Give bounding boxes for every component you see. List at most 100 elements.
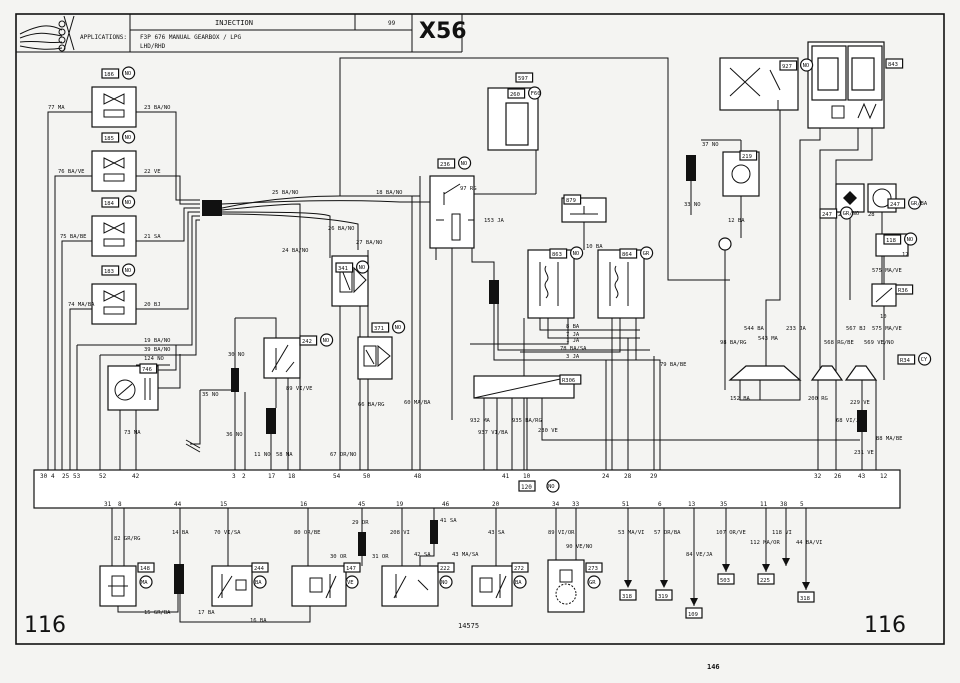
page-number: 146 bbox=[707, 663, 720, 671]
reference-box-label: 318 bbox=[800, 596, 810, 602]
wire-label: 1 JA bbox=[566, 338, 580, 344]
component-id-label: 843 bbox=[888, 62, 898, 68]
wire-label: 73 MA bbox=[124, 430, 141, 436]
ecu-pin-top: 52 bbox=[99, 473, 107, 480]
connector-h1 bbox=[358, 532, 366, 556]
component-tag: NO bbox=[125, 135, 132, 141]
sensor-244 bbox=[211, 565, 253, 607]
component-tag: NO bbox=[573, 251, 580, 257]
wire-label: 231 VE bbox=[854, 450, 874, 456]
wire-label: 21 SA bbox=[144, 234, 161, 240]
connector-be bbox=[844, 365, 878, 381]
wire-label: 229 VE bbox=[850, 400, 870, 406]
ecu-pin-bottom: 45 bbox=[358, 501, 366, 508]
ecu-pin-top: 12 bbox=[880, 473, 888, 480]
wire-label: 27 BA/NO bbox=[356, 240, 383, 246]
wire-label: 68 VI/JA bbox=[836, 418, 863, 424]
reference-box-label: 318 bbox=[622, 594, 632, 600]
connector-ip bbox=[266, 408, 276, 434]
component-tag: BA bbox=[255, 580, 262, 586]
component-id-label: 341 bbox=[338, 266, 348, 272]
component-id-label: 236 bbox=[440, 162, 450, 168]
component-id-label: 247 bbox=[890, 202, 900, 208]
wire-label: 37 NO bbox=[702, 142, 719, 148]
fuse-f60 bbox=[505, 102, 529, 146]
wire-label: 2 bbox=[838, 212, 841, 218]
wire-label: 74 MA/BA bbox=[68, 302, 95, 308]
wire-label: 79 BA/BE bbox=[660, 362, 687, 368]
figure-number: 14575 bbox=[458, 622, 479, 630]
component-id-label: 260 bbox=[510, 92, 520, 98]
wire-label: 18 BA/NO bbox=[376, 190, 403, 196]
wire-label: 12 BA bbox=[728, 218, 745, 224]
wire-label: 90 VE/NO bbox=[566, 544, 593, 550]
wire-label: 28 bbox=[868, 212, 875, 218]
component-tag: GR/BA bbox=[911, 201, 928, 207]
connector-cy bbox=[728, 365, 802, 381]
connector-e1 bbox=[202, 200, 222, 216]
wire-label: 77 MA bbox=[48, 105, 65, 111]
ecu-pin-top: 4 bbox=[51, 473, 55, 480]
valve-371 bbox=[357, 336, 393, 380]
ecu-pin-bottom: 33 bbox=[572, 501, 580, 508]
wire-label: 42 SA bbox=[414, 552, 431, 558]
component-id-label: 222 bbox=[440, 566, 450, 572]
ecu-pin-top: 26 bbox=[834, 473, 842, 480]
ecu-pin-top: 48 bbox=[414, 473, 422, 480]
injector-group bbox=[47, 86, 200, 470]
component-id-label: 219 bbox=[742, 154, 752, 160]
wire-label: 569 VE/NO bbox=[864, 340, 894, 346]
wire-label: 29 OR bbox=[352, 520, 369, 526]
wire-label: 24 BA/NO bbox=[282, 248, 309, 254]
injector-185 bbox=[91, 150, 137, 192]
component-id-label: 244 bbox=[254, 566, 265, 572]
wire-label: 3 JA bbox=[566, 354, 580, 360]
reference-box-label: 503 bbox=[720, 578, 730, 584]
ecu-pin-top: 41 bbox=[502, 473, 510, 480]
connector-r2 bbox=[718, 237, 732, 251]
svg-text:NO: NO bbox=[548, 484, 555, 490]
wire-label: 544 BA bbox=[744, 326, 765, 332]
wire-label: 30 NO bbox=[228, 352, 245, 358]
ecu-pin-top: 2 bbox=[242, 473, 246, 480]
ecu-pin-top: 50 bbox=[363, 473, 371, 480]
wire-label: 152 BA bbox=[730, 396, 751, 402]
ecu-pin-top: 54 bbox=[333, 473, 341, 480]
wire-label: 233 JA bbox=[786, 326, 807, 332]
component-id-label: 879 bbox=[566, 198, 576, 204]
wire-label: 208 VI bbox=[390, 530, 410, 536]
component-id-label: 863 bbox=[552, 252, 562, 258]
component-tag: F60 bbox=[531, 91, 541, 97]
wire-label: 35 NO bbox=[202, 392, 219, 398]
ecu-pin-bottom: 6 bbox=[658, 501, 662, 508]
title-block: INJECTION 99 X56 APPLICATIONS: F3P 676 M… bbox=[16, 14, 467, 53]
component-tag: GR bbox=[643, 251, 650, 257]
wire-label: 932 MA bbox=[470, 418, 491, 424]
connector-1q bbox=[857, 410, 867, 432]
wire-label: 20 BJ bbox=[144, 302, 161, 308]
ecu-pin-top: 32 bbox=[814, 473, 822, 480]
harness-logo-icon bbox=[19, 15, 75, 52]
ecu-pin-bottom: 16 bbox=[300, 501, 308, 508]
fuse-f30 bbox=[851, 57, 875, 91]
fuse-f12 bbox=[817, 57, 839, 91]
bottom-components bbox=[99, 520, 585, 613]
component-tag: NO bbox=[907, 237, 914, 243]
wire-label: 43 SA bbox=[488, 530, 505, 536]
component-id-label: R36 bbox=[898, 288, 908, 294]
drive-side: LHD/RHD bbox=[140, 43, 166, 50]
wire-label: 118 VI bbox=[772, 530, 792, 536]
component-tag: MA bbox=[141, 580, 148, 586]
ecu-pin-top: 30 bbox=[40, 473, 48, 480]
wire-label: 935 BA/RG bbox=[512, 418, 542, 424]
connector-d1 bbox=[174, 564, 184, 594]
diagram-title: INJECTION bbox=[215, 19, 253, 27]
ecu-pin-top: 29 bbox=[650, 473, 658, 480]
